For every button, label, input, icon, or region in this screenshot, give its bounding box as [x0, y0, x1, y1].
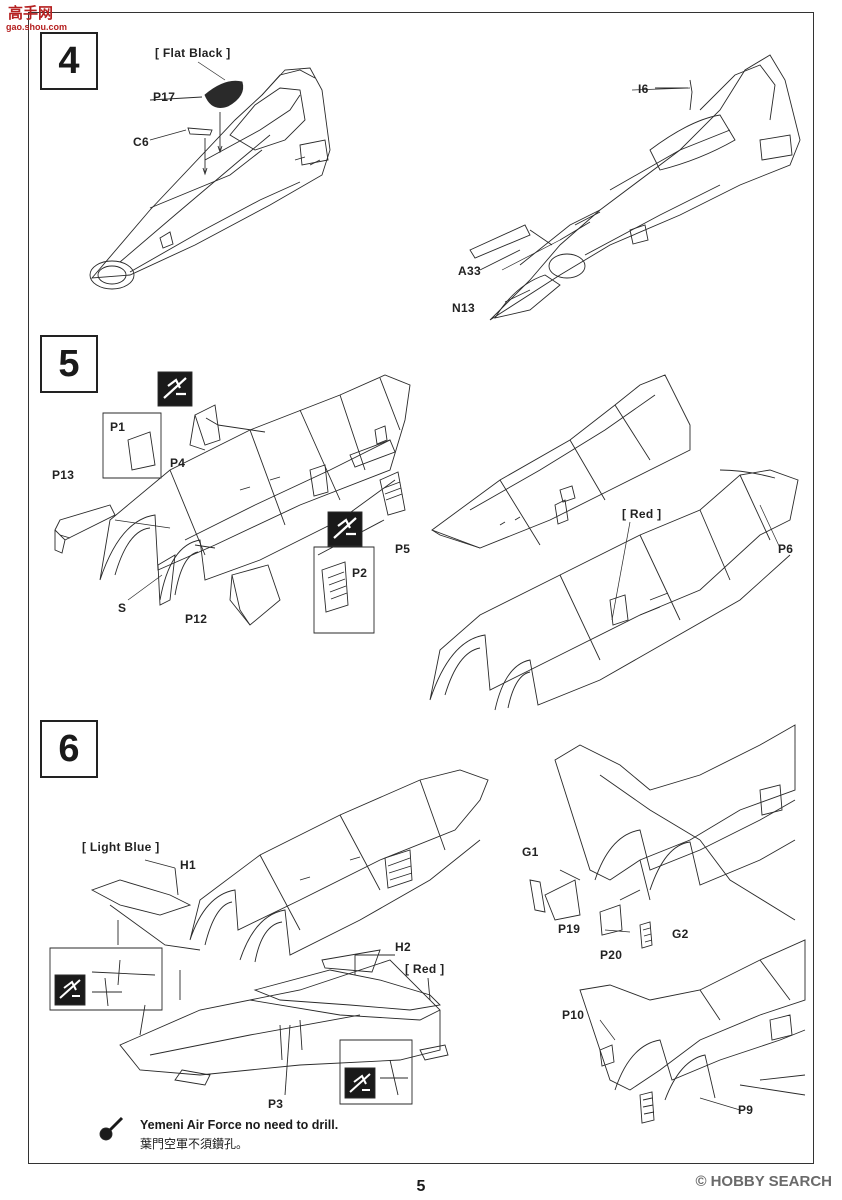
watermark-cn: 高手网	[8, 4, 54, 22]
part-g1-label: G1	[522, 845, 539, 859]
part-p6-label: P6	[778, 542, 794, 556]
step6-fuselage-right-top	[530, 725, 795, 948]
step4-fuselage-left	[90, 68, 330, 289]
part-c6-label: C6	[133, 135, 149, 149]
step-4-number: 4	[40, 32, 98, 90]
part-p2-label: P2	[352, 566, 368, 580]
step-6-number: 6	[40, 720, 98, 778]
page-number: 5	[416, 1178, 426, 1195]
site-watermark: 高手网 gao.shou.com	[2, 2, 82, 36]
step6-detail-boxes	[50, 948, 412, 1104]
part-n13-label: N13	[452, 301, 475, 315]
part-a33-label: A33	[458, 264, 481, 278]
part-p5-label: P5	[395, 542, 411, 556]
paint-red-step5-label: [ Red ]	[622, 507, 662, 521]
step-5-number: 5	[40, 335, 98, 393]
part-p20-label: P20	[600, 948, 623, 962]
drill-note-zh: 葉門空軍不須鑽孔。	[140, 1137, 249, 1151]
part-p10-label: P10	[562, 1008, 585, 1022]
step5-parts-left	[55, 135, 405, 633]
step6-pointer-lines	[118, 860, 430, 1095]
part-p4-label: P4	[170, 456, 186, 470]
drill-icon	[100, 1118, 122, 1140]
step5-fuselage-right-bottom	[430, 470, 798, 710]
leader-lines	[115, 62, 780, 1110]
paint-light-blue-label: [ Light Blue ]	[82, 840, 160, 854]
brand-logo-icon: ©	[695, 1173, 707, 1190]
part-s-label: S	[118, 601, 127, 615]
step4-fuselage-right	[470, 55, 800, 320]
part-p9-label: P9	[738, 1103, 754, 1117]
step5-no-drill-icons	[158, 372, 362, 546]
part-p1-label: P1	[110, 420, 126, 434]
step6-fuselage-right-bottom	[580, 940, 805, 1123]
step5-fuselage-right-top	[432, 375, 690, 548]
drill-note-en: Yemeni Air Force no need to drill.	[140, 1118, 339, 1132]
part-p17-label: P17	[153, 90, 176, 104]
step6-wings-stabilizers	[92, 880, 448, 1085]
step6-fuselage-left	[190, 770, 488, 962]
part-p13-label: P13	[52, 468, 75, 482]
part-h2-label: H2	[395, 940, 411, 954]
step5-fuselage-left	[100, 375, 410, 600]
part-g2-label: G2	[672, 927, 689, 941]
part-p3-label: P3	[268, 1097, 284, 1111]
paint-flat-black-label: [ Flat Black ]	[155, 46, 231, 60]
page-frame	[28, 12, 814, 1164]
watermark-url: gao.shou.com	[6, 22, 68, 32]
part-p12-label: P12	[185, 612, 208, 626]
part-p19-label: P19	[558, 922, 581, 936]
paint-red-step6-label: [ Red ]	[405, 962, 445, 976]
step4-canopy	[150, 81, 243, 174]
brand-name: HOBBY SEARCH	[710, 1173, 832, 1190]
part-i6-label: I6	[638, 82, 649, 96]
part-h1-label: H1	[180, 858, 196, 872]
brand-watermark: © HOBBY SEARCH	[696, 1173, 832, 1190]
